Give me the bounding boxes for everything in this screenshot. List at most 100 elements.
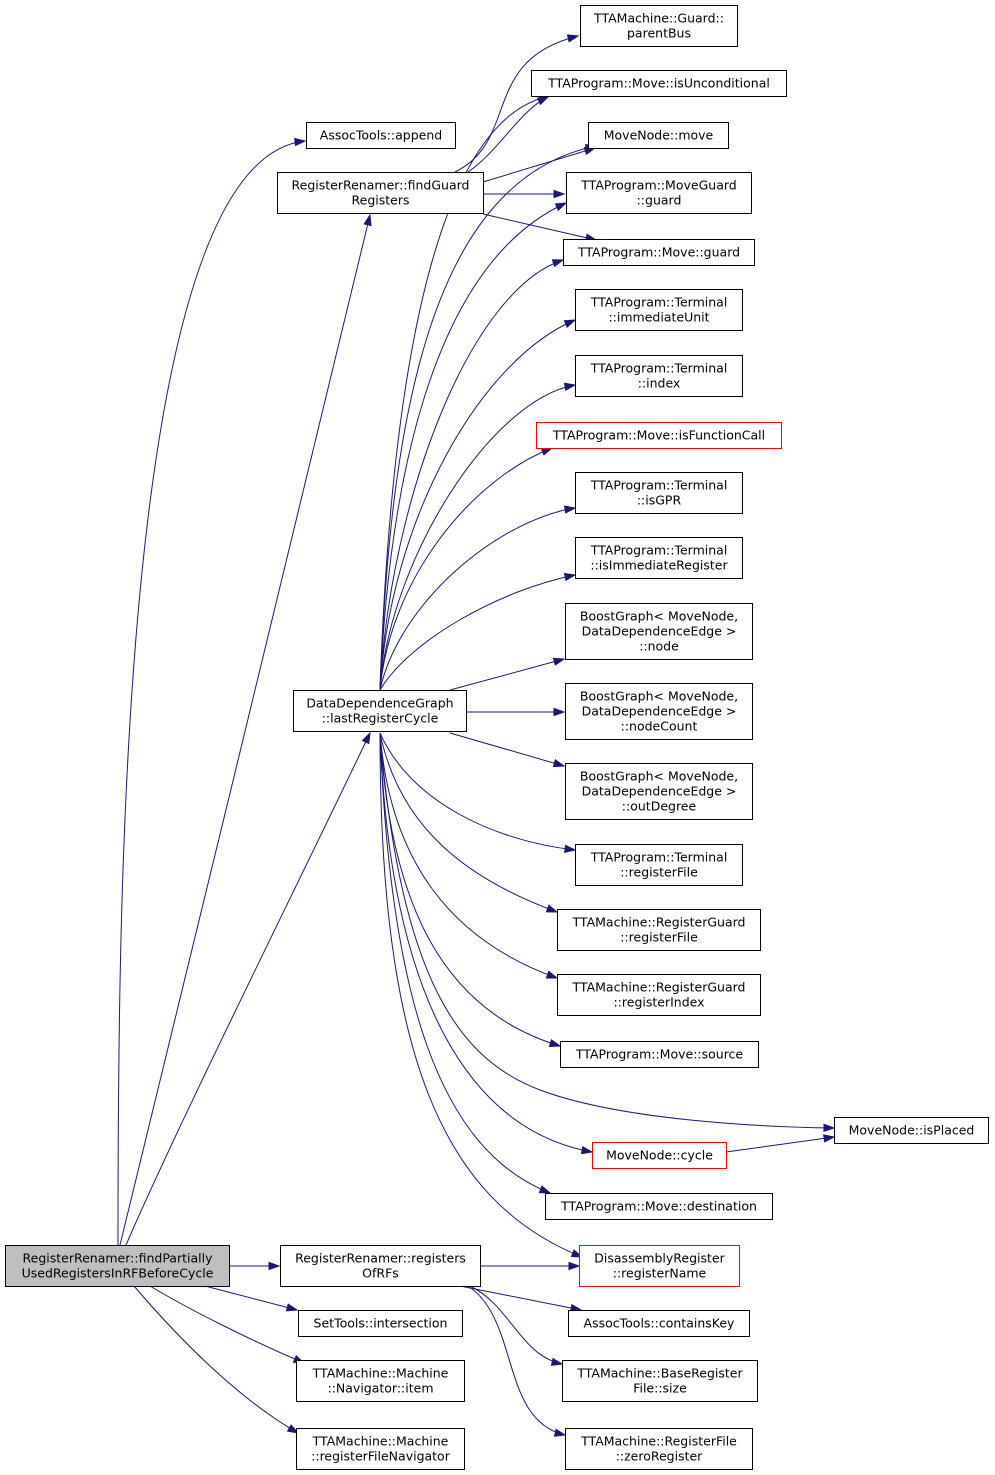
- node-ddg-last-reg-cycle[interactable]: DataDependenceGraph::lastRegisterCycle: [293, 690, 467, 732]
- node-assoc-append[interactable]: AssocTools::append: [306, 122, 456, 149]
- edge-root-to-machine-navigator-item: [149, 1285, 305, 1364]
- node-box-move-destination: [545, 1193, 773, 1220]
- node-box-move-is-function-call: [536, 422, 782, 449]
- node-movenode-is-placed[interactable]: MoveNode::isPlaced: [834, 1117, 989, 1144]
- node-assoc-contains-key[interactable]: AssocTools::containsKey: [568, 1310, 750, 1337]
- node-label-boostgraph-node-2: ::node: [639, 639, 679, 654]
- node-label-regguard-register-file-1: ::registerFile: [620, 930, 698, 945]
- node-label-ddg-last-reg-cycle-1: ::lastRegisterCycle: [322, 711, 439, 726]
- arrowhead-ddg-last-reg-cycle-to-boostgraph-node: [552, 657, 566, 666]
- node-terminal-is-gpr[interactable]: TTAProgram::Terminal::isGPR: [575, 472, 743, 514]
- node-terminal-is-immediate-register[interactable]: TTAProgram::Terminal::isImmediateRegiste…: [575, 537, 743, 579]
- node-label-terminal-index-0: TTAProgram::Terminal: [590, 361, 728, 376]
- node-terminal-immediate-unit[interactable]: TTAProgram::Terminal::immediateUnit: [575, 289, 743, 331]
- node-box-boostgraph-node-count: [565, 683, 753, 740]
- node-label-find-guard-regs-0: RegisterRenamer::findGuard: [292, 178, 470, 193]
- node-move-source[interactable]: TTAProgram::Move::source: [560, 1041, 759, 1068]
- node-box-find-guard-regs: [277, 172, 484, 214]
- arrowhead-ddg-last-reg-cycle-to-movenode-cycle: [580, 1145, 594, 1155]
- node-box-ddg-last-reg-cycle: [293, 690, 467, 732]
- arrowhead-ddg-last-reg-cycle-to-move-guard: [551, 259, 565, 268]
- node-label-boostgraph-node-count-2: ::nodeCount: [621, 719, 698, 734]
- node-disasm-register-name[interactable]: DisassemblyRegister::registerName: [579, 1245, 740, 1287]
- node-boostgraph-out-degree[interactable]: BoostGraph< MoveNode,DataDependenceEdge …: [565, 763, 753, 820]
- node-box-disasm-register-name: [579, 1245, 740, 1287]
- node-box-terminal-register-file: [575, 844, 743, 886]
- node-move-is-unconditional[interactable]: TTAProgram::Move::isUnconditional: [531, 70, 787, 97]
- node-moveguard-guard[interactable]: TTAProgram::MoveGuard::guard: [566, 172, 752, 214]
- node-machine-rf-navigator[interactable]: TTAMachine::Machine::registerFileNavigat…: [296, 1428, 465, 1470]
- node-label-regguard-register-file-0: TTAMachine::RegisterGuard: [572, 915, 746, 930]
- node-label-move-destination-0: TTAProgram::Move::destination: [560, 1199, 757, 1214]
- node-label-boostgraph-node-0: BoostGraph< MoveNode,: [580, 609, 738, 624]
- node-label-boostgraph-out-degree-1: DataDependenceEdge >: [582, 784, 737, 799]
- node-label-boostgraph-node-count-1: DataDependenceEdge >: [582, 704, 737, 719]
- node-box-terminal-index: [575, 355, 743, 397]
- node-label-find-guard-regs-1: Registers: [352, 193, 410, 208]
- edge-ddg-last-reg-cycle-to-move-guard: [379, 259, 564, 691]
- node-machine-navigator-item[interactable]: TTAMachine::Machine::Navigator::item: [296, 1360, 465, 1402]
- edge-ddg-last-reg-cycle-to-boostgraph-node: [449, 658, 565, 691]
- node-movenode-cycle[interactable]: MoveNode::cycle: [592, 1142, 727, 1169]
- node-movenode-move[interactable]: MoveNode::move: [588, 122, 729, 149]
- arrowhead-ddg-last-reg-cycle-to-move-destination: [538, 1185, 552, 1194]
- node-guard-parent-bus[interactable]: TTAMachine::Guard::parentBus: [580, 5, 738, 47]
- node-box-terminal-is-immediate-register: [575, 537, 743, 579]
- node-box-moveguard-guard: [566, 172, 752, 214]
- edge-ddg-last-reg-cycle-to-movenode-move: [379, 145, 597, 691]
- node-move-is-function-call[interactable]: TTAProgram::Move::isFunctionCall: [536, 422, 782, 449]
- node-rf-zero-register[interactable]: TTAMachine::RegisterFile::zeroRegister: [565, 1428, 753, 1470]
- node-label-guard-parent-bus-1: parentBus: [627, 26, 691, 41]
- node-box-guard-parent-bus: [580, 5, 738, 47]
- node-label-machine-rf-navigator-1: ::registerFileNavigator: [311, 1449, 451, 1464]
- node-label-registers-of-rfs-0: RegisterRenamer::registers: [295, 1251, 466, 1266]
- node-move-guard[interactable]: TTAProgram::Move::guard: [563, 239, 755, 266]
- arrowhead-ddg-last-reg-cycle-to-terminal-is-gpr: [563, 505, 577, 514]
- node-root[interactable]: RegisterRenamer::findPartiallyUsedRegist…: [5, 1245, 230, 1287]
- node-settools-intersection[interactable]: SetTools::intersection: [298, 1310, 463, 1337]
- node-box-regguard-register-index: [557, 974, 761, 1016]
- node-regguard-register-file[interactable]: TTAMachine::RegisterGuard::registerFile: [557, 909, 761, 951]
- node-label-machine-rf-navigator-0: TTAMachine::Machine: [312, 1434, 449, 1449]
- node-label-moveguard-guard-0: TTAProgram::MoveGuard: [580, 178, 736, 193]
- node-regguard-register-index[interactable]: TTAMachine::RegisterGuard::registerIndex: [557, 974, 761, 1016]
- edge-ddg-last-reg-cycle-to-terminal-is-gpr: [379, 507, 576, 691]
- node-label-terminal-is-gpr-1: ::isGPR: [637, 493, 682, 508]
- arrowhead-registers-of-rfs-to-rf-zero-register: [553, 1428, 567, 1437]
- node-label-boostgraph-node-1: DataDependenceEdge >: [582, 624, 737, 639]
- node-boostgraph-node[interactable]: BoostGraph< MoveNode,DataDependenceEdge …: [565, 603, 753, 660]
- edge-registers-of-rfs-to-base-rf-size: [469, 1285, 563, 1365]
- node-label-terminal-register-file-0: TTAProgram::Terminal: [590, 850, 728, 865]
- arrowhead-ddg-last-reg-cycle-to-moveguard-guard: [554, 202, 568, 212]
- node-label-registers-of-rfs-1: OfRFs: [362, 1266, 399, 1281]
- edge-ddg-last-reg-cycle-to-terminal-index: [379, 384, 576, 691]
- node-box-boostgraph-node: [565, 603, 753, 660]
- arrowhead-ddg-last-reg-cycle-to-regguard-register-file: [545, 904, 559, 913]
- call-graph-nodes: RegisterRenamer::findPartiallyUsedRegist…: [5, 5, 989, 1470]
- node-move-destination[interactable]: TTAProgram::Move::destination: [545, 1193, 773, 1220]
- node-terminal-index[interactable]: TTAProgram::Terminal::index: [575, 355, 743, 397]
- node-terminal-register-file[interactable]: TTAProgram::Terminal::registerFile: [575, 844, 743, 886]
- arrowhead-ddg-last-reg-cycle-to-terminal-register-file: [564, 844, 577, 853]
- node-box-base-rf-size: [562, 1360, 758, 1402]
- edge-ddg-last-reg-cycle-to-move-is-unconditional: [379, 95, 551, 691]
- node-label-terminal-is-immediate-register-0: TTAProgram::Terminal: [590, 543, 728, 558]
- node-label-guard-parent-bus-0: TTAMachine::Guard::: [593, 11, 724, 26]
- node-label-move-is-function-call-0: TTAProgram::Move::isFunctionCall: [552, 428, 765, 443]
- edge-ddg-last-reg-cycle-to-regguard-register-file: [379, 732, 558, 913]
- node-box-terminal-is-gpr: [575, 472, 743, 514]
- edge-root-to-settools-intersection: [204, 1285, 298, 1311]
- node-label-root-1: UsedRegistersInRFBeforeCycle: [22, 1266, 214, 1281]
- node-box-terminal-immediate-unit: [575, 289, 743, 331]
- node-label-terminal-is-immediate-register-1: ::isImmediateRegister: [590, 558, 728, 573]
- node-label-terminal-index-1: ::index: [638, 376, 681, 391]
- arrowhead-ddg-last-reg-cycle-to-terminal-is-immediate-register: [563, 572, 577, 582]
- edge-ddg-last-reg-cycle-to-disasm-register-name: [379, 732, 583, 1258]
- edge-find-guard-regs-to-guard-parent-bus: [454, 35, 579, 173]
- node-label-move-source-0: TTAProgram::Move::source: [575, 1047, 744, 1062]
- node-boostgraph-node-count[interactable]: BoostGraph< MoveNode,DataDependenceEdge …: [565, 683, 753, 740]
- call-graph-edges: [117, 34, 836, 1437]
